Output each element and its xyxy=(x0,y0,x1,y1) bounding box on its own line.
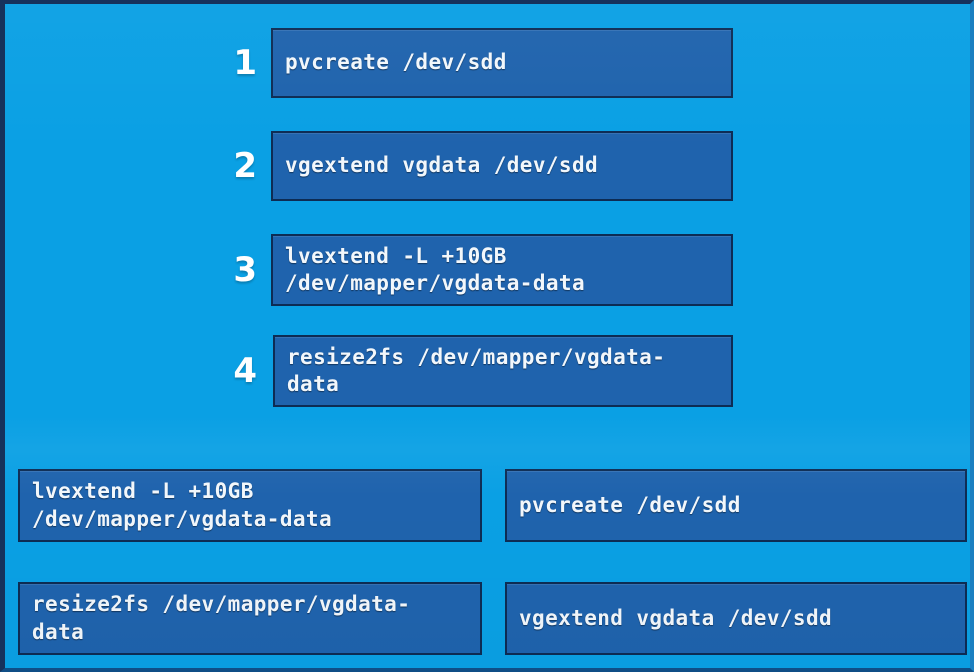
answer-bank-command-2: resize2fs /dev/mapper/vgdata- data xyxy=(32,592,411,644)
answer-bank-item[interactable]: pvcreate /dev/sdd xyxy=(505,469,967,542)
answer-bank-item[interactable]: lvextend -L +10GB /dev/mapper/vgdata-dat… xyxy=(18,469,482,542)
answer-bank-command-1: lvextend -L +10GB /dev/mapper/vgdata-dat… xyxy=(32,479,332,531)
ordered-step-command-2: vgextend vgdata /dev/sdd xyxy=(285,153,599,178)
answer-bank-item[interactable]: resize2fs /dev/mapper/vgdata- data xyxy=(18,582,482,655)
answer-bank-item[interactable]: vgextend vgdata /dev/sdd xyxy=(505,582,967,655)
ordered-step-command-1: pvcreate /dev/sdd xyxy=(285,50,507,75)
answer-bank-command-4: vgextend vgdata /dev/sdd xyxy=(519,605,833,630)
ordered-step-command-4: resize2fs /dev/mapper/vgdata- data xyxy=(287,344,666,396)
step-number-2: 2 xyxy=(233,146,257,186)
answer-bank-command-3: pvcreate /dev/sdd xyxy=(519,492,741,517)
ordered-step-slot-1[interactable]: pvcreate /dev/sdd xyxy=(271,28,733,98)
step-number-4: 4 xyxy=(233,351,257,391)
step-number-3: 3 xyxy=(233,250,257,290)
step-number-1: 1 xyxy=(233,43,257,83)
ordered-step-slot-4[interactable]: resize2fs /dev/mapper/vgdata- data xyxy=(273,335,733,407)
ordered-step-command-3: lvextend -L +10GB /dev/mapper/vgdata-dat… xyxy=(285,243,585,295)
ordered-step-slot-3[interactable]: lvextend -L +10GB /dev/mapper/vgdata-dat… xyxy=(271,234,733,306)
ordered-step-slot-2[interactable]: vgextend vgdata /dev/sdd xyxy=(271,131,733,201)
